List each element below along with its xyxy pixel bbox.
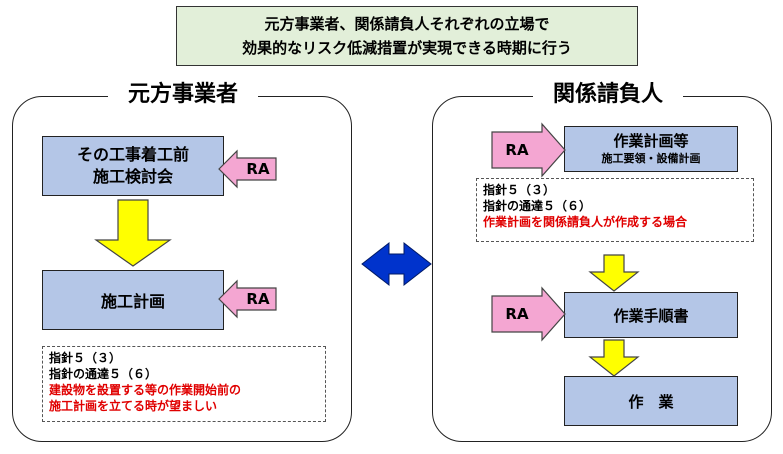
right-note: 指針５（３） 指針の通達５（６） 作業計画を関係請負人が作成する場合 [476, 178, 754, 242]
left-note-line-4: 施工計画を立てる時が望ましい [49, 399, 218, 413]
right-box3-label: 作 業 [628, 392, 674, 411]
left-ra-arrow-1 [218, 149, 277, 189]
left-note-line-3: 建設物を設置する等の作業開始前の [49, 383, 242, 397]
left-box-pre-construction-meeting: その工事着工前 施工検討会 [42, 136, 224, 196]
right-ra-arrow-1 [491, 122, 566, 178]
right-box-work-plan: 作業計画等 施工要領・設備計画 [564, 126, 738, 172]
right-box-work: 作 業 [564, 376, 738, 426]
banner-line-1: 元方事業者、関係請負人それぞれの立場で [264, 15, 550, 33]
right-note-line-2: 指針の通達５（６） [483, 199, 592, 213]
left-box-construction-plan: 施工計画 [42, 270, 224, 330]
left-note: 指針５（３） 指針の通達５（６） 建設物を設置する等の作業開始前の 施工計画を立… [42, 346, 326, 422]
left-box2-label: 施工計画 [100, 292, 165, 311]
right-box2-label: 作業手順書 [613, 306, 689, 325]
left-panel-title: 元方事業者 [108, 80, 258, 110]
left-note-line-1: 指針５（３） [49, 351, 122, 365]
right-ra-label-1: RA [505, 141, 529, 159]
header-banner: 元方事業者、関係請負人それぞれの立場で 効果的なリスク低減措置が実現できる時期に… [176, 6, 638, 66]
left-down-arrow [94, 199, 172, 267]
right-box1-main: 作業計画等 [613, 131, 689, 150]
banner-line-2: 効果的なリスク低減措置が実現できる時期に行う [242, 39, 572, 57]
left-box1-line-1: その工事着工前 [76, 145, 189, 164]
double-arrow [361, 241, 432, 287]
right-box1-sub: 施工要領・設備計画 [601, 151, 701, 165]
left-ra-label-1: RA [246, 160, 270, 178]
right-ra-label-2: RA [505, 305, 529, 323]
right-note-line-3: 作業計画を関係請負人が作成する場合 [483, 215, 688, 229]
left-box1-line-2: 施工検討会 [92, 167, 173, 186]
right-down-arrow-2 [588, 339, 640, 377]
left-ra-label-2: RA [246, 290, 270, 308]
right-note-line-1: 指針５（３） [483, 183, 556, 197]
right-panel-title: 関係請負人 [533, 80, 683, 110]
right-down-arrow-1 [588, 254, 640, 292]
left-note-line-2: 指針の通達５（６） [49, 367, 158, 381]
right-box-work-procedure: 作業手順書 [564, 292, 738, 338]
right-ra-arrow-2 [491, 286, 566, 342]
left-ra-arrow-2 [218, 279, 277, 319]
